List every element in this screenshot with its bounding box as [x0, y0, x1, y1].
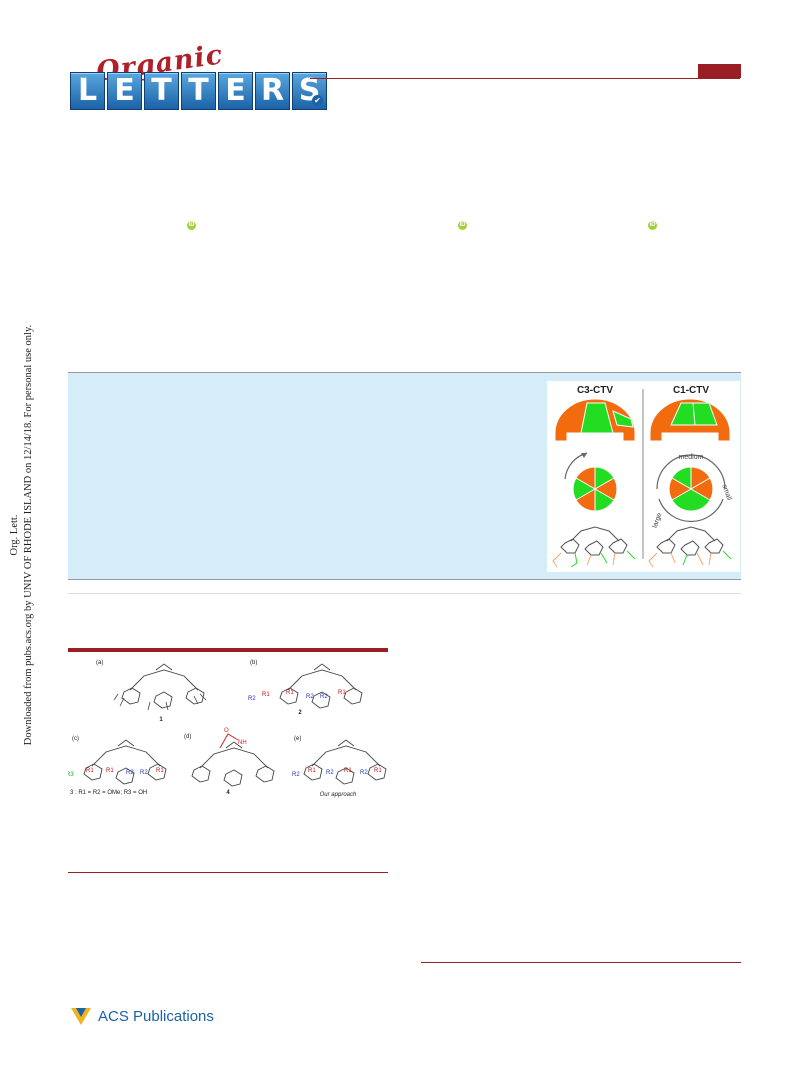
compound-label-4: 4 — [226, 790, 230, 796]
acs-hexagon-icon — [71, 1008, 91, 1025]
dome-left — [554, 398, 636, 442]
r1-label: R1 — [338, 690, 346, 696]
check-icon: ✔ — [312, 95, 323, 106]
r2-label: R2 — [140, 770, 148, 776]
r1-label: R1 — [374, 768, 382, 774]
r2-label: R2 — [306, 694, 314, 700]
arc-label-small: small — [720, 484, 732, 502]
journal-masthead: Organic L E T T E R S ✔ — [68, 39, 748, 117]
header-accent-block — [698, 64, 741, 78]
r1-label: R1 — [156, 768, 164, 774]
panel-label-d: (d) — [184, 734, 191, 740]
logo-tile: E — [107, 72, 142, 110]
figure-bottom-rule — [68, 872, 388, 873]
panel-label-c: (c) — [72, 736, 79, 742]
our-approach-label: Our approach — [320, 792, 357, 798]
compound-label-1: 1 — [159, 717, 163, 723]
ctv-molecule-right — [648, 526, 732, 568]
carbonyl-oxygen: O — [224, 728, 229, 734]
orcid-icon[interactable]: iD — [648, 221, 657, 230]
r2-label: R2 — [292, 772, 300, 778]
r3-label: R3 — [68, 772, 74, 778]
logo-tile: E — [218, 72, 253, 110]
r1-label: R1 — [286, 690, 294, 696]
scheme-figure: (a) 1 (b) R2 R1 R1 R2 R2 R1 2 (c) R3 R1 … — [66, 654, 388, 869]
compound-label-2: 2 — [298, 710, 302, 716]
label-c3-ctv: C3-CTV — [577, 385, 613, 396]
dome-right — [649, 398, 731, 442]
publisher-name: ACS Publications — [98, 1007, 214, 1025]
figure-top-rule — [68, 648, 388, 652]
orcid-icon[interactable]: iD — [458, 221, 467, 230]
r2-label: R2 — [326, 770, 334, 776]
logo-tile: L — [70, 72, 105, 110]
journal-logo-letters: L E T T E R S — [70, 72, 327, 110]
footnote-rule — [421, 962, 741, 963]
r2-label: R2 — [126, 770, 134, 776]
r1-label: R1 — [106, 768, 114, 774]
wheel-right: medium large small — [652, 454, 733, 529]
logo-tile: T — [181, 72, 216, 110]
acs-publications-logo[interactable]: ACS Publications — [69, 1006, 214, 1026]
abstract-panel: C3-CTV C1-CTV — [68, 372, 741, 580]
toc-svg: C3-CTV C1-CTV — [552, 385, 733, 568]
r2-label: R2 — [320, 694, 328, 700]
amide-nh: NH — [238, 740, 247, 746]
panel-label-a: (a) — [96, 660, 103, 666]
orcid-icon[interactable]: iD — [187, 221, 196, 230]
label-c1-ctv: C1-CTV — [673, 385, 709, 396]
header-rule — [310, 78, 740, 79]
compound-3-caption: 3 : R1 = R2 = OMe; R3 = OH — [70, 790, 147, 796]
arc-label-large: large — [652, 512, 664, 529]
abstract-footer-rule — [68, 578, 741, 594]
r1-label: R1 — [262, 692, 270, 698]
ctv-molecule-left — [552, 526, 636, 568]
r2-label: R2 — [360, 770, 368, 776]
download-statement: Downloaded from pubs.acs.org by UNIV OF … — [23, 324, 34, 746]
r1-label: R1 — [86, 768, 94, 774]
panel-label-e: (e) — [294, 736, 301, 742]
logo-tile: T — [144, 72, 179, 110]
r1-label: R1 — [344, 768, 352, 774]
logo-tile: R — [255, 72, 290, 110]
journal-abbrev: Org. Lett. — [9, 514, 20, 556]
panel-label-b: (b) — [250, 660, 257, 666]
toc-graphic: C3-CTV C1-CTV — [547, 381, 740, 572]
download-notice: Org. Lett. Downloaded from pubs.acs.org … — [8, 320, 42, 750]
arc-label-medium: medium — [679, 454, 704, 461]
r2-label: R2 — [248, 696, 256, 702]
r1-label: R1 — [308, 768, 316, 774]
wheel-left — [564, 452, 618, 512]
scheme-svg: (a) 1 (b) R2 R1 R1 R2 R2 R1 2 (c) R3 R1 … — [66, 660, 387, 798]
